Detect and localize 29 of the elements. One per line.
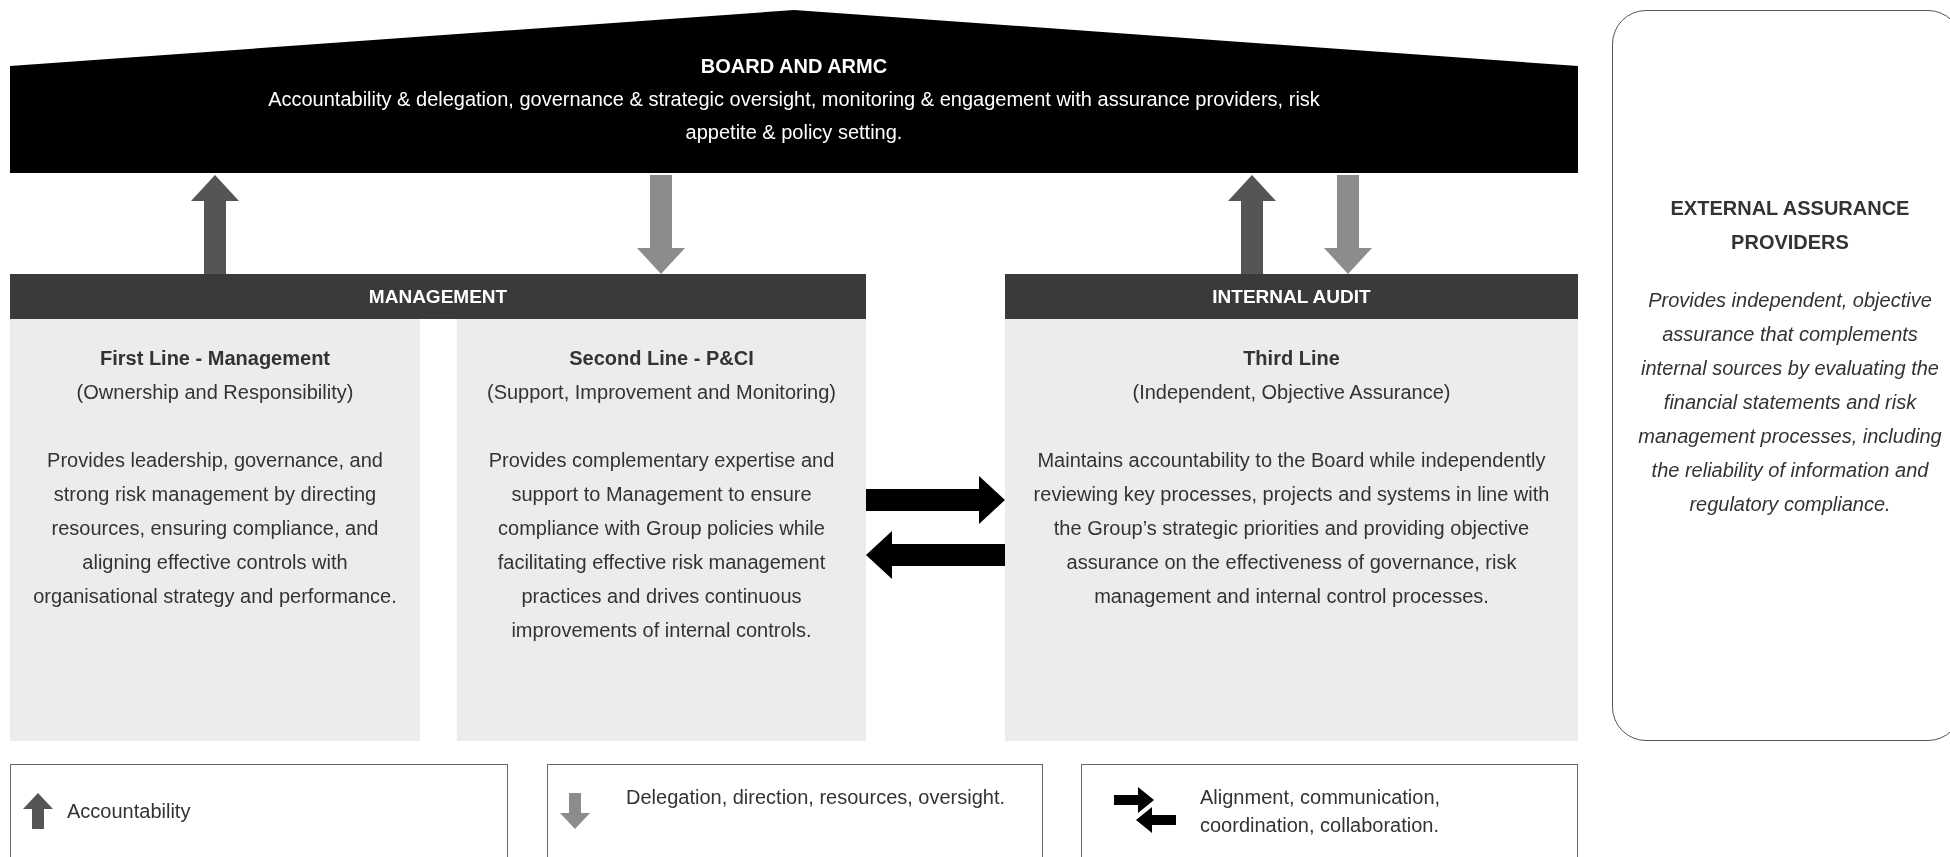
column-text: Maintains accountability to the Board while independently reviewing key processes, projects and systems in line with the Group’s strategic priorities and providing objective assurance on the effectiveness of governance, risk management and internal control processes. [1032,448,1551,609]
section-panel [10,274,866,741]
column-text: Provides complementary expertise and support to Management to ensure compliance with Group policies while facilitating effective risk management practices and drives continuous improvements of internal controls. [487,448,836,643]
rounded-panel [1612,10,1950,741]
panel-text: Provides independent, objective assurance that complements internal sources by evaluating the financial statements and risk management processes, including the reliability of information and regulatory compliance. [1637,288,1943,517]
column-heading: Second Line - P&CI [568,346,755,371]
legend-text: Accountability [67,799,192,824]
block-arrow [191,175,239,274]
legend-text: Alignment, communication, coordination, collaboration. [1200,785,1442,838]
block-arrow [1324,175,1372,274]
column-subheading: (Independent, Objective Assurance) [1131,380,1452,405]
column-panel [10,319,420,741]
column-subheading: (Ownership and Responsibility) [75,380,355,405]
panel-heading: EXTERNAL ASSURANCE PROVIDERS [1669,196,1911,255]
column-subheading: (Support, Improvement and Monitoring) [485,380,838,405]
legend-text: Delegation, direction, resources, oversight. [626,785,1007,810]
roof-banner [10,10,1578,173]
section-header: INTERNAL AUDIT [1211,285,1372,309]
banner-text: Accountability & delegation, governance & strategic oversight, monitoring & engagement with assurance providers, risk appetite & policy setting. [267,87,1321,145]
block-arrow [866,531,1005,579]
column-heading: First Line - Management [99,346,331,371]
column-text: Provides leadership, governance, and strong risk management by directing resources, ensuring compliance, and aligning effective controls with organisational strategy and performance. [32,448,398,609]
block-arrow [1228,175,1276,274]
banner-title: BOARD AND ARMC [699,54,889,79]
block-arrow [866,476,1005,524]
column-panel [457,319,866,741]
column-heading: Third Line [1242,346,1341,371]
section-header: MANAGEMENT [367,285,509,309]
block-arrow [637,175,685,274]
